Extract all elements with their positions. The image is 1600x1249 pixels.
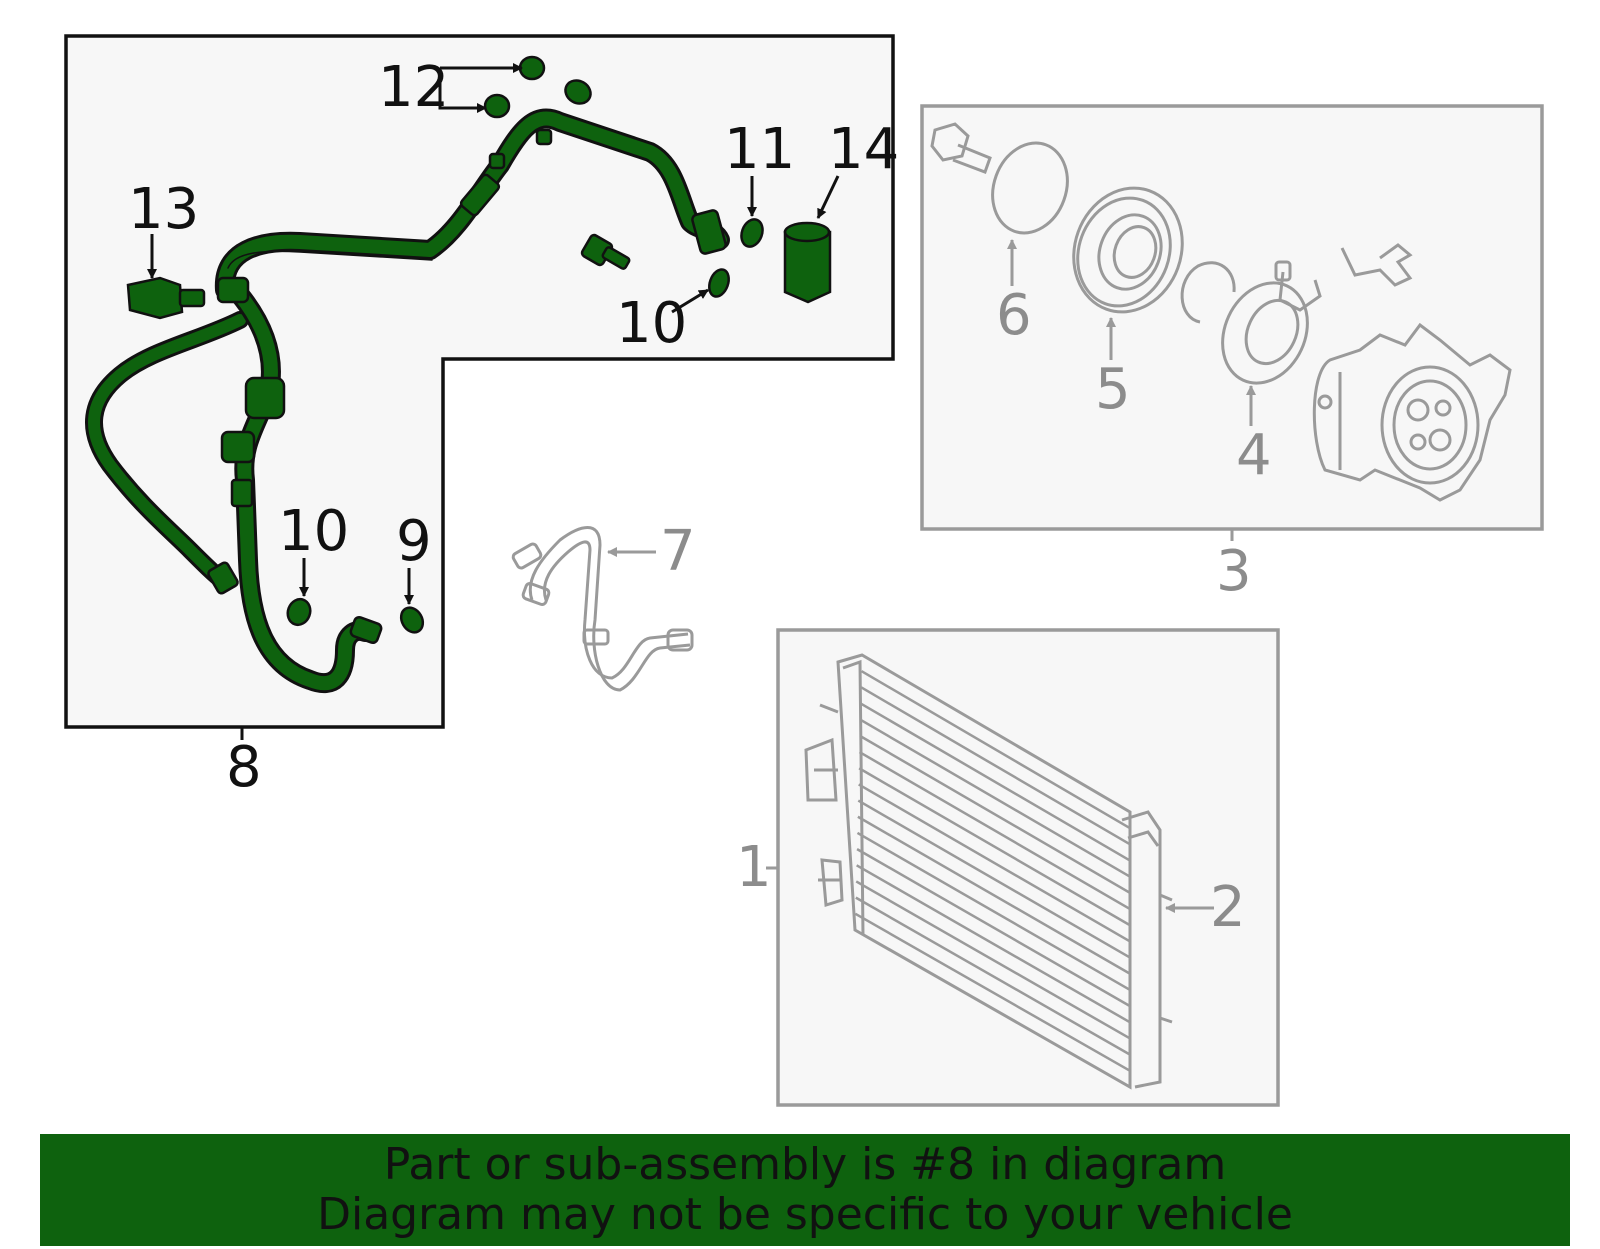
- callout-14: 14: [828, 117, 899, 182]
- callout-7: 7: [660, 519, 696, 584]
- condenser-fin: [857, 799, 1131, 959]
- callout-8: 8: [226, 735, 262, 800]
- condenser-fin: [858, 783, 1131, 943]
- callout-3: 3: [1216, 539, 1252, 604]
- hose-fittings: [207, 128, 727, 645]
- callout-9: 9: [396, 509, 432, 574]
- condenser-fin: [859, 718, 1131, 878]
- condenser-fin: [858, 750, 1131, 911]
- callout-5: 5: [1095, 357, 1131, 422]
- compressor-parts: [930, 122, 1512, 502]
- condenser-fin: [856, 848, 1131, 1008]
- o-ring-11[interactable]: [738, 216, 766, 249]
- pressure-sensor-13[interactable]: [126, 276, 206, 320]
- condenser-fin: [860, 686, 1131, 846]
- condenser-fin: [858, 767, 1131, 927]
- callout-6: 6: [996, 283, 1032, 348]
- arrow-10-top: [671, 288, 709, 314]
- footer-line-1: Part or sub-assembly is #8 in diagram: [383, 1139, 1227, 1190]
- callout-2: 2: [1210, 875, 1246, 940]
- condenser-fin: [856, 831, 1131, 992]
- liquid-tube-7: [511, 526, 694, 692]
- ac-hose-assembly[interactable]: [85, 108, 730, 694]
- condenser-core: [804, 653, 1173, 1090]
- condenser-fin: [857, 815, 1131, 975]
- condenser-fins: [854, 670, 1131, 1072]
- callout-4: 4: [1236, 423, 1272, 488]
- o-ring-9[interactable]: [397, 604, 427, 637]
- condenser-fin: [856, 864, 1131, 1024]
- footer-line-2: Diagram may not be specific to your vehi…: [317, 1189, 1293, 1240]
- callout-13: 13: [128, 177, 199, 242]
- arrow-14: [816, 175, 840, 219]
- condenser-fin: [859, 734, 1131, 894]
- condenser-fin: [855, 896, 1131, 1056]
- callout-10-bottom: 10: [278, 499, 349, 564]
- o-ring-10-top[interactable]: [706, 267, 732, 299]
- callout-11: 11: [724, 117, 795, 182]
- bolt-icon: [580, 233, 631, 270]
- condenser-fin: [860, 670, 1131, 830]
- callout-12: 12: [378, 55, 449, 120]
- arrow-12b: [438, 68, 487, 113]
- footer-banner: Part or sub-assembly is #8 in diagram Di…: [40, 1134, 1570, 1246]
- callout-1: 1: [736, 835, 772, 900]
- service-caps-12[interactable]: [483, 55, 595, 119]
- o-ring-10-bottom[interactable]: [284, 596, 314, 628]
- receiver-drier-14[interactable]: [783, 221, 832, 304]
- condenser-fin: [854, 912, 1131, 1072]
- callout-10-top: 10: [616, 291, 687, 356]
- condenser-fin: [860, 702, 1131, 862]
- condenser-fin: [855, 880, 1131, 1040]
